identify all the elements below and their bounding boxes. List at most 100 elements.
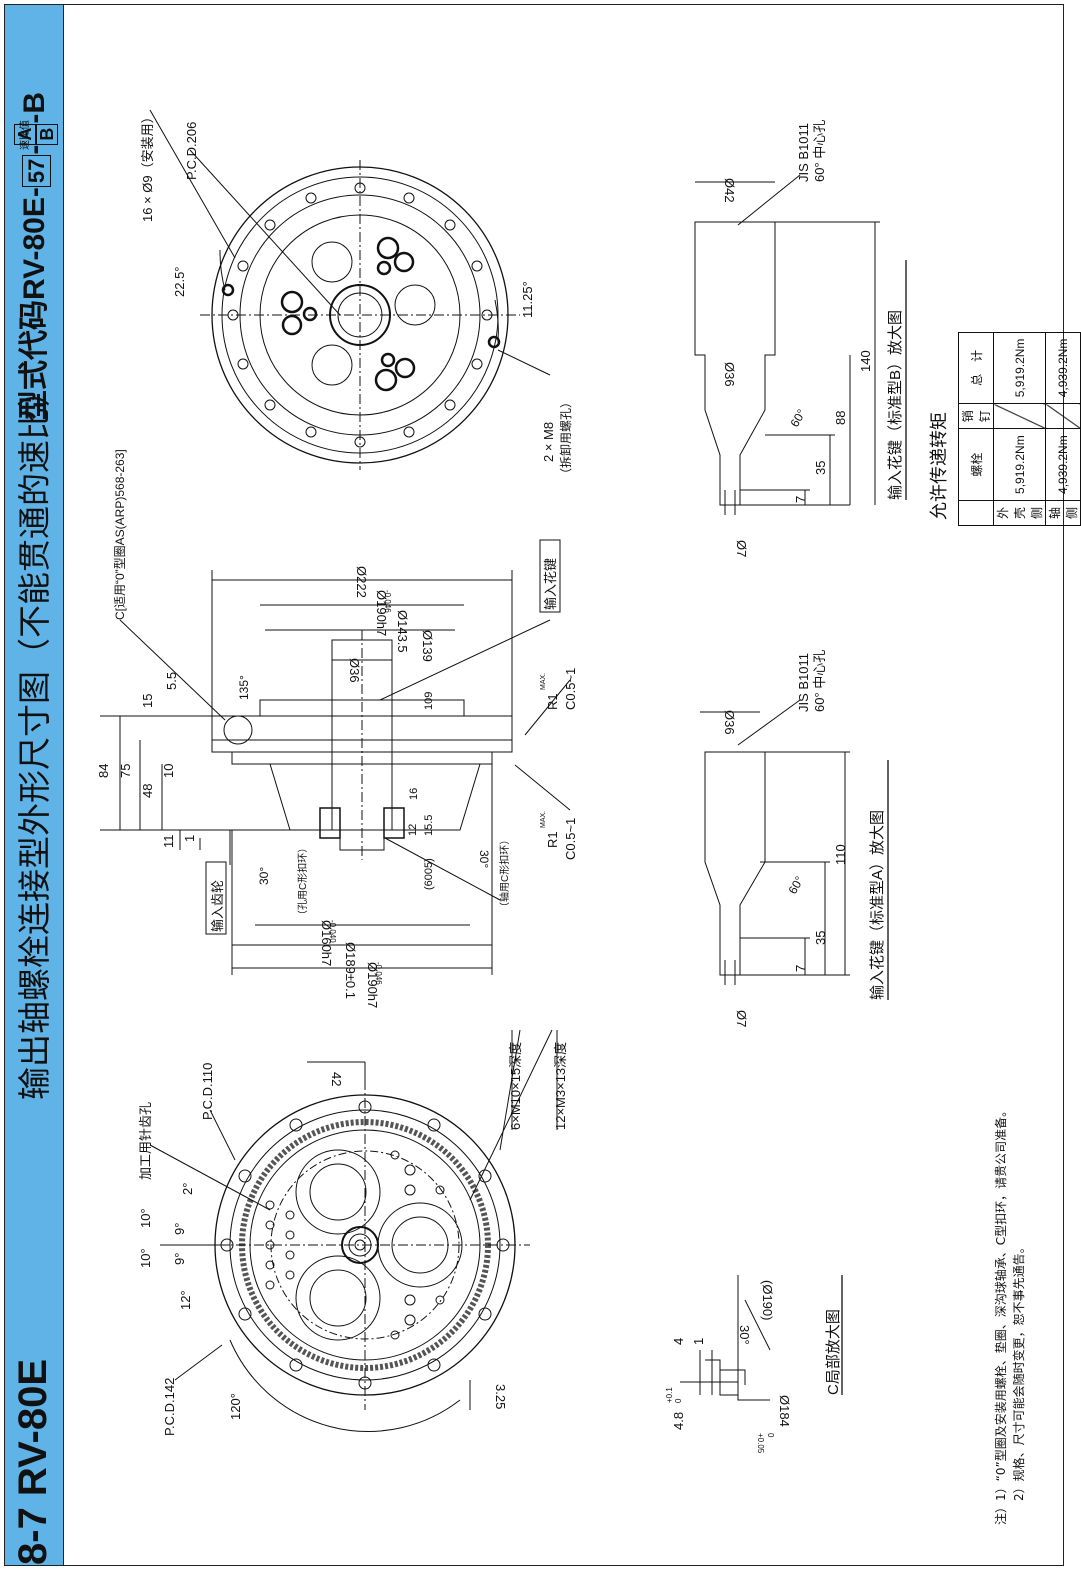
dia-36-label: Ø36 [347,658,362,683]
tap-m10-label: 6×M10×15深度 [508,1042,523,1130]
dim-75-label: 75 [118,764,133,778]
pcd-110-label: P.C.D.110 [200,1063,215,1120]
dia-189-label: Ø189±0.1 [343,942,358,999]
spline-a-dia-36: Ø36 [722,710,737,735]
m8-hole-1 [221,283,235,297]
spline-a-jis2: 60° 中心孔 [812,650,827,712]
dia-190bot-tol: -0.046 [374,962,383,985]
c-ring-shaft-label: （轴用C形扣环） [498,835,511,912]
m8-note-label: （拆卸用螺孔） [558,396,573,480]
detail-c-drawing [680,1275,771,1401]
angle-10b-label: 10° [138,1208,153,1228]
angle-120-label: 120° [228,1393,243,1420]
m8-hole-2 [487,335,501,349]
row-label: 外壳侧 [993,500,1046,526]
dim-325-label: 3.25 [493,1384,508,1409]
detail-dim-4: 4 [671,1338,686,1345]
spline-a-title: 输入花键（标准型A）放大图 [869,810,886,1000]
angle-9a-label: 9° [172,1253,187,1265]
spline-b-drawing [694,174,880,515]
angle-135-label: 135° [237,675,251,700]
dia-1435-label: Ø143.5 [395,610,410,653]
dia-190top-tol: -0.046 [383,590,392,613]
r1-bot-label: R1 [545,831,560,848]
gear-cluster-3 [374,352,416,392]
dim-55-label: 5.5 [164,672,179,690]
spline-a-jis: JIS B1011 [796,653,811,712]
torque-table: 螺栓 销钉 总 计 外壳侧 5,919.2Nm 5,919.2Nm 轴侧 4,9… [958,332,1081,526]
detail-tol-48-bot: 0 [674,1398,683,1403]
input-spline-tag: 输入花键 [543,558,558,610]
bolt-value: 4,939.2Nm [1045,428,1081,501]
dia-160-tol: -0.040 [328,920,337,943]
detail-tol-184-top: +0.05 [756,1433,765,1454]
gear-cluster-2 [280,290,318,336]
input-gear-tag: 输入齿轮 [210,880,225,932]
side-view [100,570,571,975]
dia-222-label: Ø222 [354,566,369,598]
c-ring-hole-label: （孔用C形扣环） [296,843,309,920]
angle-225-label: 22.5° [172,266,187,297]
dim-48-label: 48 [140,784,155,798]
table-header-cell: 螺栓 [958,428,994,501]
angle-2-label: 2° [180,1183,195,1195]
angle-1125-label: 11.25° [520,281,535,318]
c05-top-label: C0.5~1 [563,668,578,710]
mounting-holes [220,1100,510,1390]
row-label: 轴侧 [1045,500,1081,526]
r1-top-label: R1 [545,693,560,710]
machining-hole-label: 加工用针齿孔 [138,1102,153,1180]
angle-9b-label: 9° [172,1223,187,1235]
mounting-holes-label: 16 × Ø9（安装用） [140,110,155,222]
torque-title: 允许传递转矩 [929,412,949,520]
spline-b-dim-140: 140 [858,350,873,372]
table-row: 外壳侧 5,919.2Nm 5,919.2Nm [993,332,1046,526]
dia-139-label: Ø139 [420,630,435,662]
total-value: 4,939.2Nm [1045,332,1081,404]
c-note-label: C[适用“0”型圈AS(ARP)568-263] [113,449,127,620]
planet-gear-1 [295,1149,381,1235]
detail-angle-30: 30° [737,1325,752,1345]
notes-line-1: 注）1）“0”型圈及安装用螺栓、垫圈、深沟球轴承、C型扣环，请贵公司准备。 [994,1104,1008,1525]
dim-155-label: 15.5 [423,815,435,836]
notes-line-2: 2）规格、尺寸可能会随时变更，恕不事先通告。 [1012,1241,1026,1525]
spline-b-dia-7: Ø7 [734,540,749,557]
dim-10-label: 10 [161,764,176,778]
spline-a-drawing [700,699,850,985]
dim-15-label: 15 [140,694,155,708]
table-header-cell: 销钉 [958,403,994,429]
total-value: 5,919.2Nm [993,332,1046,404]
detail-tol-48-top: +0.1 [665,1387,674,1403]
table-header-cell: 总 计 [958,332,994,404]
detail-dim-1: 1 [691,1338,706,1345]
bolt-value: 5,919.2Nm [993,428,1046,501]
max-bot-label: MAX. [540,811,547,828]
dim-84-label: 84 [96,764,111,778]
sidebar-header [5,5,64,1565]
angle-10a-label: 10° [138,1248,153,1268]
spline-b-dia-42: Ø42 [722,178,737,203]
spline-a-dia-7: Ø7 [734,1010,749,1027]
dim-1-label: 1 [182,835,197,842]
spline-a-dim-110: 110 [833,844,848,865]
angle-12-label: 12° [178,1290,193,1310]
dim-42-label: 42 [329,1072,344,1086]
dim-109-label: 109 [423,692,435,710]
detail-dia-190: (Ø190) [760,1280,775,1320]
spline-b-dim-7: 7 [793,496,808,503]
page-border [4,4,1064,1566]
detail-c-title: C局部放大图 [825,1309,842,1395]
pin-holes [265,1150,445,1340]
table-header-cell [958,500,994,526]
front-view [149,1029,553,1432]
spline-b-dim-35: 35 [813,461,828,475]
spline-b-dia-36: Ø36 [722,362,737,387]
mounting-holes-16 [227,182,493,448]
spline-b-jis: JIS B1011 [796,123,811,182]
dia-190top-label: Ø190h7 [374,590,389,636]
tap-m3-label: 12×M3×13深度 [553,1042,568,1130]
spline-b-angle-60: 60° [787,407,808,430]
spline-b-title: 输入花键（标准型B）放大图 [887,310,904,500]
table-row: 轴侧 4,939.2Nm 4,939.2Nm [1045,332,1081,526]
